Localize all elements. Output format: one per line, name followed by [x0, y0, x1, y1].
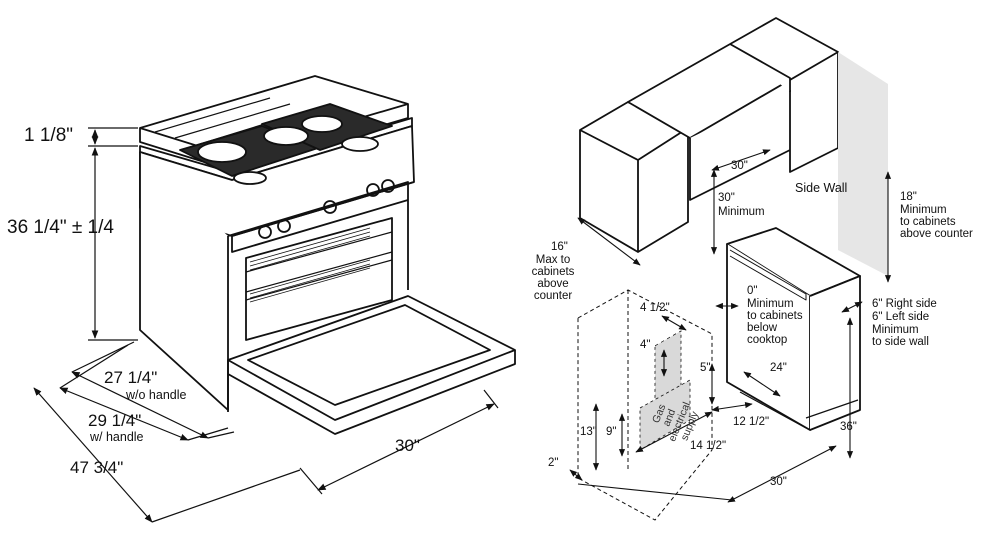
- side-wall-note: Minimum to side wall: [872, 324, 929, 349]
- cabinet-depth-note: Max to cabinets above counter: [531, 254, 575, 303]
- supply-offset-label: 4 1/2": [640, 302, 670, 314]
- depth-with-handle-label: 29 1/4": [88, 411, 142, 430]
- counter-depth-label: 24": [770, 362, 787, 374]
- counter-height-label: 36": [840, 421, 857, 433]
- right-side-label: 6" Right side: [872, 298, 937, 310]
- installation-dimensions: [569, 149, 892, 503]
- range-dimensions: [33, 127, 499, 523]
- opening-width-label: 30": [770, 476, 787, 488]
- cooktop-clearance-note: Minimum to cabinets below cooktop: [747, 298, 803, 347]
- cabinet-depth-label: 16": [551, 241, 568, 253]
- hood-width-label: 30": [731, 160, 748, 172]
- supply-9-label: 9": [606, 426, 617, 438]
- top-trim-height-label: 1 1/8": [24, 125, 74, 146]
- left-side-label: 6" Left side: [872, 311, 930, 323]
- range-height-label: 36 1/4" ± 1/4: [7, 217, 114, 238]
- without-handle-note: w/o handle: [126, 388, 187, 402]
- knob-2: [277, 219, 291, 233]
- supply-14-half-label: 14 1/2": [690, 440, 727, 452]
- hood-clearance-note: Minimum: [718, 206, 765, 218]
- knob-5: [381, 179, 395, 193]
- supply-depth-5-label: 5": [700, 362, 711, 374]
- side-wall-label: Side Wall: [795, 181, 848, 195]
- cabinet-clearance-note: Minimum to cabinets above counter: [900, 204, 973, 241]
- hood-clearance-label: 30": [718, 192, 735, 204]
- knob-4: [366, 183, 380, 197]
- floor-offset-label: 2": [548, 457, 559, 469]
- depth-door-open-label: 47 3/4": [70, 458, 124, 477]
- supply-height-4-label: 4": [640, 339, 651, 351]
- knob-3: [323, 200, 337, 214]
- with-handle-note: w/ handle: [90, 430, 144, 444]
- cabinet-clearance-label: 18": [900, 191, 917, 203]
- burner-grates: [179, 103, 393, 185]
- knob-1: [258, 225, 272, 239]
- cooktop-clearance-label: 0": [747, 285, 758, 297]
- range-illustration: [139, 75, 516, 435]
- cabinets: [579, 17, 888, 431]
- supply-13-label: 13": [580, 426, 597, 438]
- supply-12-half-label: 12 1/2": [733, 416, 770, 428]
- range-width-label: 30": [395, 436, 420, 455]
- depth-without-handle-label: 27 1/4": [104, 368, 158, 387]
